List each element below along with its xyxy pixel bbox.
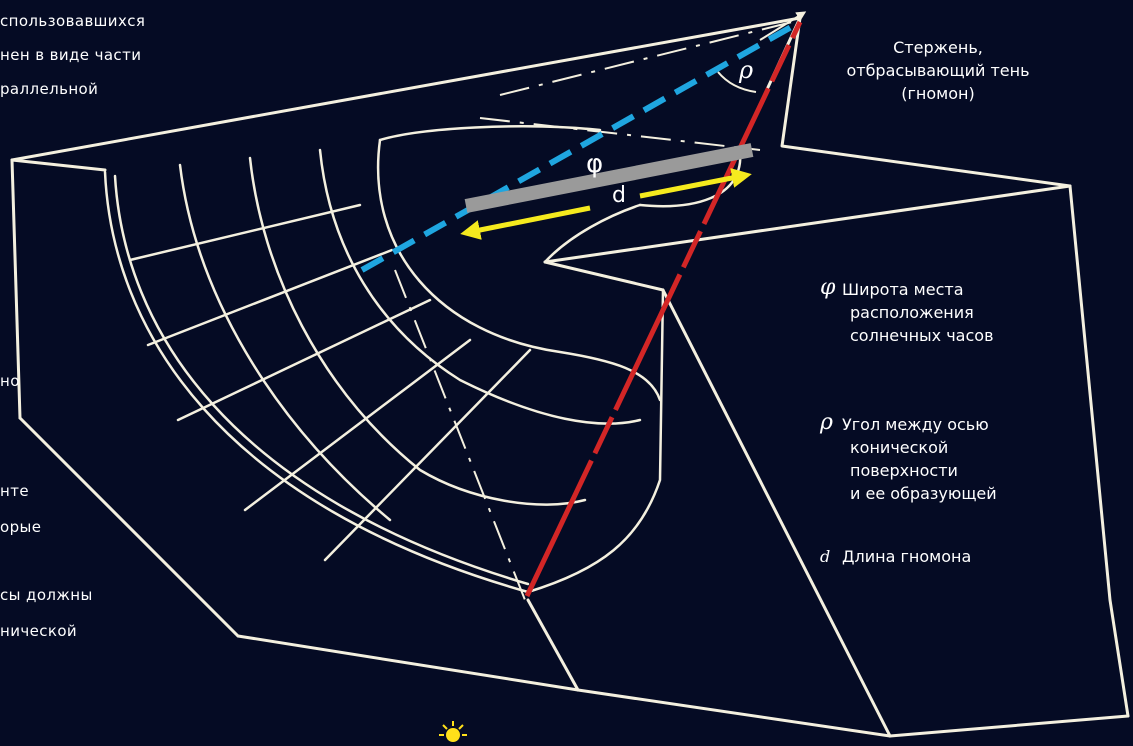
sun-icon [439, 721, 467, 742]
legend-line: солнечных часов [850, 326, 994, 345]
rho-angle-arc [717, 71, 757, 93]
left-text-line-6: орые [0, 518, 42, 536]
cone-axis-line [524, 20, 803, 598]
left-text-line-8: нической [0, 622, 78, 640]
cone-surface [103, 125, 742, 594]
legend-text: Угол между осью конической поверхности и… [842, 413, 997, 505]
rho-label: ρ [738, 56, 753, 84]
gnomon-caption-line: (гномон) [901, 84, 975, 103]
legend-symbol-rho: ρ [820, 410, 833, 435]
legend-line: и ее образующей [850, 484, 997, 503]
gnomon-bar [464, 143, 754, 213]
legend-line: конической [850, 438, 949, 457]
d-label: d [612, 183, 626, 208]
length-arrow-right [639, 168, 752, 199]
legend-line: Широта места [842, 280, 964, 299]
gnomon-caption-line: отбрасывающий тень [846, 61, 1030, 80]
legend-line: Угол между осью [842, 415, 989, 434]
legend-symbol-d: d [820, 547, 831, 566]
phi-label: φ [586, 149, 603, 179]
left-text-line-4: но [0, 372, 20, 390]
left-text-line-1: спользовавшихся [0, 12, 146, 30]
legend-text: Широта места расположения солнечных часо… [842, 278, 994, 347]
top-arrow [759, 11, 807, 41]
left-text-line-5: нте [0, 482, 29, 500]
block-outline [10, 16, 1130, 738]
left-text-line-7: сы должны [0, 586, 93, 604]
left-text-line-2: нен в виде части [0, 46, 142, 64]
guide-lines [394, 19, 801, 601]
left-text-line-3: раллельной [0, 80, 99, 98]
polar-axis-line [360, 19, 802, 273]
length-arrow-left [460, 205, 591, 240]
gnomon-caption-line: Стержень, [893, 38, 983, 57]
legend-line: расположения [850, 303, 974, 322]
legend-text: Длина гномона [842, 545, 971, 568]
legend-line: Длина гномона [842, 547, 972, 566]
legend-line: поверхности [850, 461, 958, 480]
gnomon-caption: Стержень, отбрасывающий тень (гномон) [828, 36, 1048, 105]
legend-symbol-phi: φ [820, 275, 836, 300]
